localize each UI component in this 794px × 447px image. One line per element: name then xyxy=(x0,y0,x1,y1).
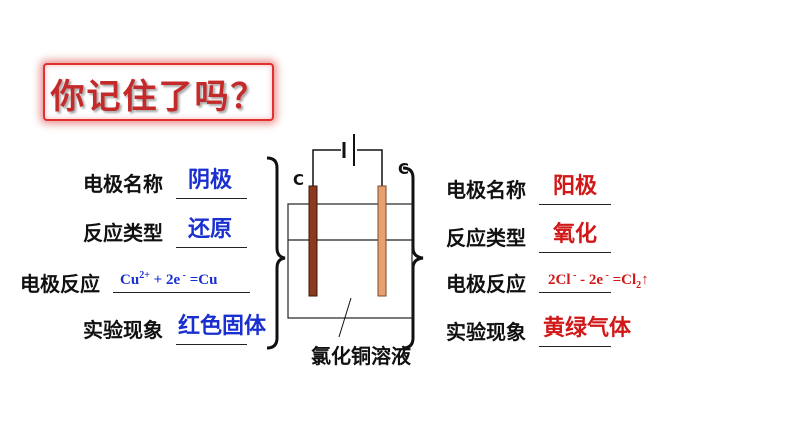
left-answer-phenomenon: 红色固体 xyxy=(178,314,267,339)
left-brace xyxy=(266,156,286,350)
circuit-wire-right xyxy=(357,149,383,186)
left-blank-phenomenon xyxy=(176,312,247,345)
left-answer-reaction-type: 还原 xyxy=(188,217,233,242)
cathode-electrode xyxy=(308,185,318,297)
circuit-wire-left xyxy=(312,149,341,186)
right-brace xyxy=(402,166,424,350)
anode-letter: C xyxy=(398,160,410,178)
right-blank-phenomenon xyxy=(539,314,611,347)
right-label-phenomenon: 实验现象 xyxy=(446,320,526,344)
left-label-reaction-type: 反应类型 xyxy=(83,221,163,245)
left-label-phenomenon: 实验现象 xyxy=(83,318,163,342)
title-box: 你记住了吗？ xyxy=(43,63,274,121)
left-label-electrode-name: 电极名称 xyxy=(83,172,163,196)
right-answer-phenomenon: 黄绿气体 xyxy=(543,316,632,341)
solution-pointer xyxy=(338,297,352,338)
right-blank-electrode-name xyxy=(539,172,611,205)
page-title: 你记住了吗？ xyxy=(50,77,267,117)
left-label-electrode-reaction: 电极反应 xyxy=(20,272,100,296)
right-blank-electrode-reaction xyxy=(539,260,611,293)
left-blank-electrode-name xyxy=(176,166,247,199)
left-blank-electrode-reaction xyxy=(113,260,250,293)
right-equation: 2Cl - - 2e - =Cl2↑ xyxy=(548,270,649,291)
right-answer-reaction-type: 氧化 xyxy=(553,222,598,247)
solution-label: 氯化铜溶液 xyxy=(311,344,411,368)
right-label-electrode-reaction: 电极反应 xyxy=(446,272,526,296)
right-answer-electrode-name: 阳极 xyxy=(553,174,598,199)
right-blank-reaction-type xyxy=(539,220,611,253)
right-label-reaction-type: 反应类型 xyxy=(446,226,526,250)
left-answer-electrode-name: 阴极 xyxy=(188,168,233,193)
right-label-electrode-name: 电极名称 xyxy=(446,178,526,202)
container xyxy=(287,203,413,319)
cathode-letter: C xyxy=(293,171,305,189)
anode-electrode xyxy=(377,185,387,297)
left-equation: Cu2+ + 2e - =Cu xyxy=(120,270,218,288)
left-blank-reaction-type xyxy=(176,215,247,248)
electrolysis-cell-diagram xyxy=(266,134,424,350)
